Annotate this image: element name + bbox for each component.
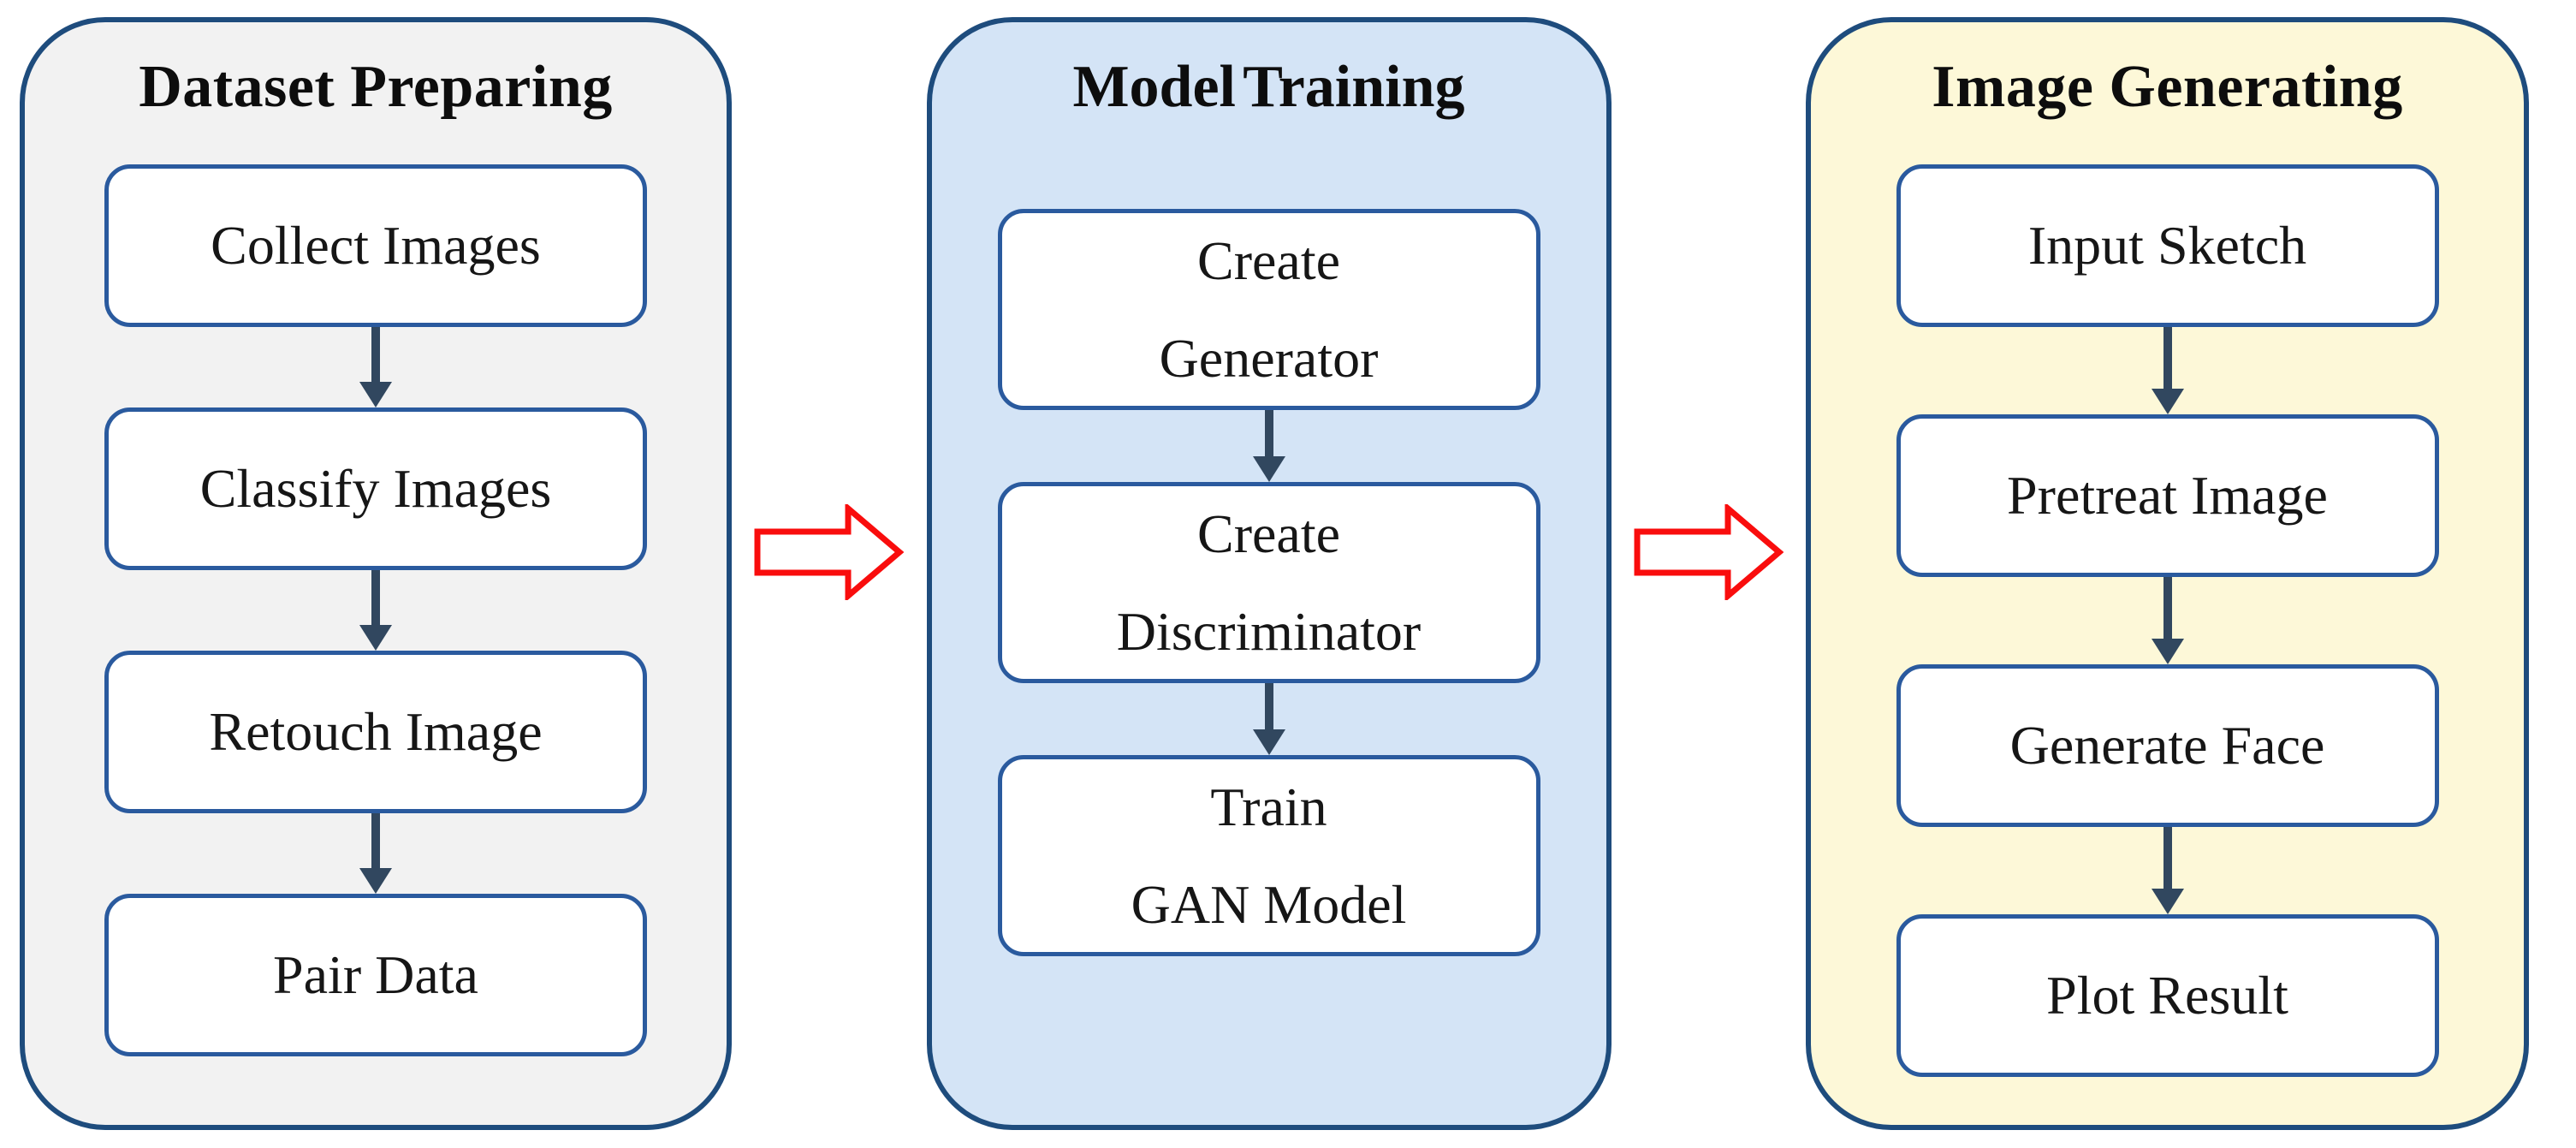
- arrow-head: [1252, 456, 1285, 482]
- step-label: Plot Result: [2046, 964, 2288, 1026]
- arrow-shaft: [2163, 577, 2172, 639]
- stage-transition-2: [1611, 17, 1807, 1130]
- step-label-line: Generator: [1159, 327, 1379, 389]
- step-label-line: Create: [1197, 229, 1340, 291]
- down-arrow-icon: [2151, 827, 2184, 914]
- step-label: Classify Images: [199, 457, 552, 519]
- step-pair-data: Pair Data: [104, 894, 647, 1056]
- arrow-head: [2151, 389, 2184, 414]
- arrow-head: [2151, 639, 2184, 664]
- step-label: Generate Face: [2009, 714, 2325, 776]
- right-block-arrow-icon: [1634, 504, 1784, 600]
- arrow-shaft: [1264, 683, 1273, 729]
- arrow-head: [2151, 889, 2184, 914]
- step-pretreat-image: Pretreat Image: [1896, 414, 2439, 577]
- step-label: Pair Data: [273, 943, 478, 1005]
- arrow-shaft: [1264, 410, 1273, 456]
- step-label-line: Create: [1197, 503, 1340, 564]
- arrow-head: [359, 382, 392, 407]
- right-block-arrow-icon: [754, 504, 905, 600]
- down-arrow-icon: [359, 327, 392, 407]
- step-generate-face: Generate Face: [1896, 664, 2439, 827]
- down-arrow-icon: [1252, 683, 1285, 755]
- step-label-line: Discriminator: [1116, 600, 1422, 662]
- step-label-line: GAN Model: [1131, 873, 1407, 935]
- step-collect-images: Collect Images: [104, 164, 647, 327]
- step-label: Pretreat Image: [2007, 464, 2328, 526]
- panel-model-training: Model Training Create Generator Create D…: [926, 17, 1611, 1130]
- panel-image-generating: Image Generating Input Sketch Pretreat I…: [1806, 17, 2529, 1130]
- step-create-discriminator: Create Discriminator: [997, 482, 1540, 683]
- down-arrow-icon: [2151, 327, 2184, 414]
- step-label: Input Sketch: [2027, 214, 2307, 276]
- step-label: Collect Images: [211, 214, 541, 276]
- panel-dataset-preparing: Dataset Preparing Collect Images Classif…: [20, 17, 732, 1130]
- down-arrow-icon: [359, 813, 392, 894]
- step-retouch-image: Retouch Image: [104, 651, 647, 813]
- step-input-sketch: Input Sketch: [1896, 164, 2439, 327]
- arrow-head: [1252, 729, 1285, 755]
- panel-title-dataset-preparing: Dataset Preparing: [139, 54, 613, 120]
- arrow-shaft: [371, 327, 380, 382]
- panel-title-image-generating: Image Generating: [1932, 54, 2403, 120]
- step-plot-result: Plot Result: [1896, 914, 2439, 1077]
- step-classify-images: Classify Images: [104, 407, 647, 570]
- down-arrow-icon: [2151, 577, 2184, 664]
- arrow-shaft: [2163, 327, 2172, 389]
- arrow-shaft: [2163, 827, 2172, 889]
- panel-title-model-training: Model Training: [1072, 54, 1465, 120]
- step-label: Retouch Image: [209, 700, 543, 762]
- arrow-head: [359, 625, 392, 651]
- step-create-generator: Create Generator: [997, 209, 1540, 410]
- arrow-shaft: [371, 570, 380, 625]
- step-label-line: Train: [1210, 776, 1327, 837]
- down-arrow-icon: [1252, 410, 1285, 482]
- down-arrow-icon: [359, 570, 392, 651]
- stage-transition-1: [732, 17, 927, 1130]
- arrow-head: [359, 868, 392, 894]
- arrow-shaft: [371, 813, 380, 868]
- step-train-gan-model: Train GAN Model: [997, 755, 1540, 956]
